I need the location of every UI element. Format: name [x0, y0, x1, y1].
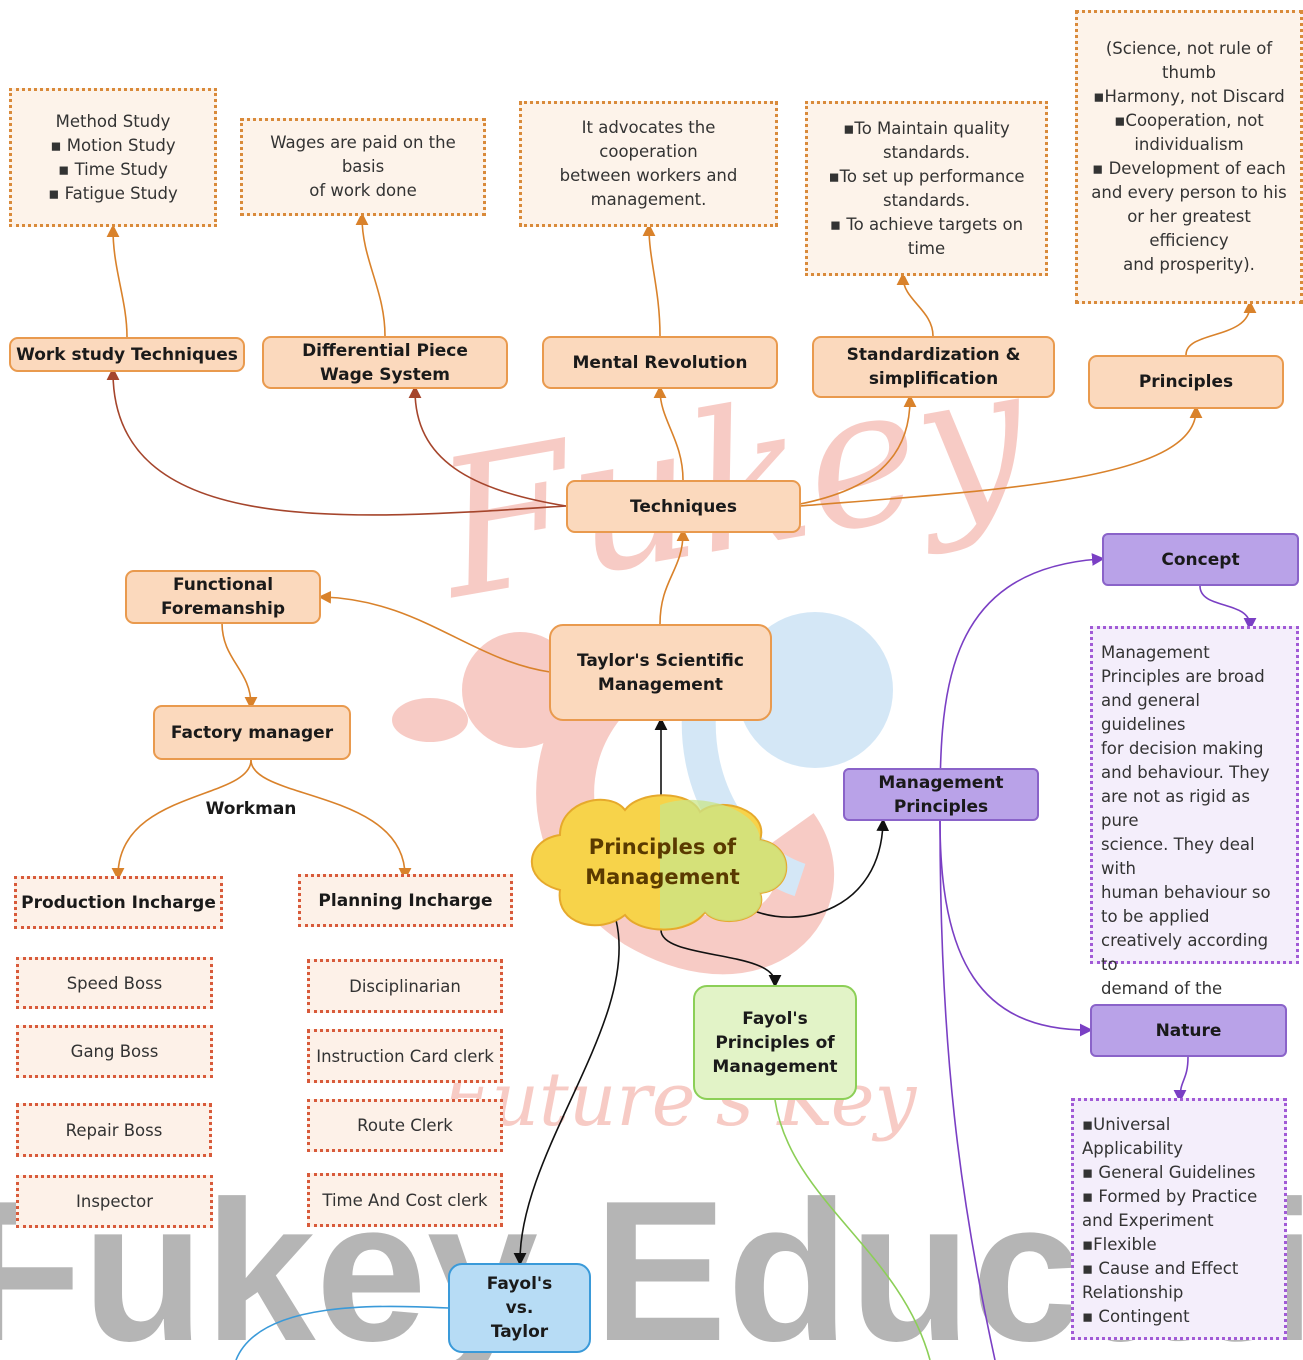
note-line: and prosperity). [1123, 255, 1255, 274]
differential-note: Wages are paid on the basis of work done [240, 118, 486, 216]
management-principles-node: Management Principles [843, 768, 1039, 821]
taylor-scientific-management-node: Taylor's Scientific Management [549, 624, 772, 721]
functional-foremanship-node: Functional Foremanship [125, 570, 321, 624]
note-line: human behaviour so [1101, 883, 1271, 902]
note-line: Wages are paid on the basis [270, 133, 456, 176]
route-clerk-box: Route Clerk [307, 1099, 503, 1152]
principles-node: Principles [1088, 355, 1284, 409]
note-line: ▪Universal Applicability [1082, 1115, 1184, 1158]
mental-revolution-node: Mental Revolution [542, 336, 778, 389]
note-line: creatively according to [1101, 931, 1269, 974]
factory-manager-node: Factory manager [153, 705, 351, 760]
standardization-note: ▪To Maintain quality standards. ▪To set … [805, 101, 1048, 276]
note-line: time [907, 238, 946, 258]
inspector-box: Inspector [16, 1175, 213, 1228]
note-line: individualism [1134, 135, 1244, 154]
techniques-node: Techniques [566, 480, 801, 533]
note-line: ▪ Contingent [1082, 1307, 1190, 1326]
note-line: ▪ Fatigue Study [48, 183, 178, 203]
standardization-node: Standardization & simplification [812, 336, 1055, 398]
note-line: ▪To set up performance [828, 166, 1025, 186]
note-line: ▪ To achieve targets on [829, 214, 1024, 234]
workman-label: Workman [205, 799, 297, 819]
work-study-note: Method Study ▪ Motion Study ▪ Time Study… [9, 88, 217, 227]
note-line: science. They deal with [1101, 835, 1255, 878]
note-line: Principles are broad [1101, 667, 1265, 686]
note-line: It advocates the cooperation [581, 118, 716, 161]
concept-note: Management Principles are broad and gene… [1090, 626, 1299, 1022]
note-line: thumb [1162, 63, 1216, 82]
time-and-cost-clerk-box: Time And Cost clerk [307, 1173, 503, 1227]
note-line: are not as rigid as pure [1101, 787, 1250, 830]
note-line: ▪ Formed by Practice [1082, 1187, 1258, 1206]
note-line: ▪To Maintain quality [843, 118, 1010, 138]
speed-boss-box: Speed Boss [16, 957, 213, 1009]
instruction-card-clerk-box: Instruction Card clerk [307, 1029, 503, 1083]
note-line: and general guidelines [1101, 691, 1200, 734]
note-line: ▪Harmony, not Discard [1093, 87, 1285, 106]
note-line: ▪ General Guidelines [1082, 1163, 1256, 1182]
repair-boss-box: Repair Boss [16, 1103, 212, 1157]
note-line: Relationship [1082, 1283, 1184, 1302]
note-line: and Experiment [1082, 1211, 1214, 1230]
planning-incharge-node: Planning Incharge [298, 874, 513, 927]
note-line: demand of the [1101, 979, 1223, 998]
note-line: or her greatest efficiency [1127, 207, 1251, 250]
note-line: ▪ Cause and Effect [1082, 1259, 1239, 1278]
concept-node: Concept [1102, 533, 1299, 586]
note-line: to be applied [1101, 907, 1210, 926]
note-line: ▪ Time Study [58, 159, 168, 179]
mental-revolution-note: It advocates the cooperation between wor… [519, 101, 778, 227]
note-line: standards. [882, 142, 970, 162]
note-line: ▪ Motion Study [50, 135, 176, 155]
note-line: Management [1101, 643, 1210, 662]
note-line: for decision making [1101, 739, 1264, 758]
nature-note: ▪Universal Applicability ▪ General Guide… [1071, 1098, 1287, 1340]
work-study-node: Work study Techniques [9, 337, 245, 372]
note-line: standards. [882, 190, 970, 210]
fayol-principles-node: Fayol's Principles of Management [693, 985, 857, 1100]
gang-boss-box: Gang Boss [16, 1025, 213, 1078]
note-line: (Science, not rule of [1105, 39, 1273, 58]
differential-piece-wage-node: Differential Piece Wage System [262, 336, 508, 389]
note-line: of work done [309, 181, 417, 200]
note-line: ▪Cooperation, not [1114, 111, 1264, 130]
fayol-vs-taylor-node: Fayol's vs. Taylor [448, 1263, 591, 1353]
production-incharge-node: Production Incharge [14, 876, 223, 929]
note-line: ▪Flexible [1082, 1235, 1157, 1254]
note-line: ▪ Development of each [1092, 159, 1286, 178]
nature-node: Nature [1090, 1004, 1287, 1057]
note-line: between workers and [559, 166, 738, 185]
note-line: and every person to his [1091, 183, 1287, 202]
note-line: and behaviour. They [1101, 763, 1270, 782]
note-line: management. [590, 190, 707, 209]
disciplinarian-box: Disciplinarian [307, 959, 503, 1013]
principles-note: (Science, not rule of thumb ▪Harmony, no… [1075, 10, 1303, 304]
note-line: Method Study [55, 111, 171, 131]
principles-of-management-center: Principles of Management [585, 835, 740, 889]
